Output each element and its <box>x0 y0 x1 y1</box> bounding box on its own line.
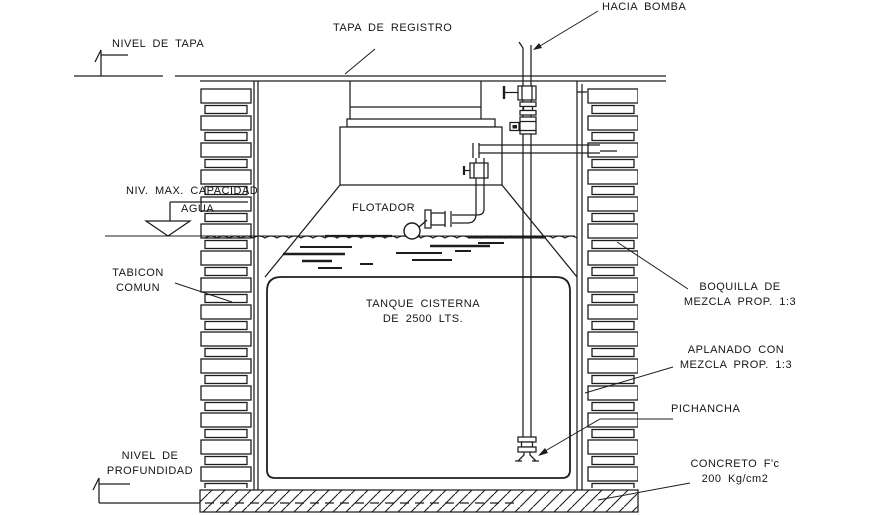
label-tabicon-comun: TABICON COMUN <box>103 266 173 296</box>
label-tabicon-line1: TABICON <box>112 267 164 279</box>
label-nivel-profundidad: NIVEL DE PROFUNDIDAD <box>102 449 198 479</box>
label-aplanado: APLANADO CON MEZCLA PROP. 1:3 <box>666 343 806 373</box>
concreto-leader <box>597 482 691 501</box>
pichancha-leader <box>538 418 673 456</box>
right-brick-wall <box>576 81 638 490</box>
label-tanque-line2: DE 2500 LTS. <box>382 313 464 325</box>
hacia-bomba-leader <box>533 10 599 50</box>
pichancha-foot-valve <box>515 436 539 462</box>
label-pichancha: PICHANCHA <box>671 403 741 415</box>
ground-level-lines <box>74 75 666 119</box>
label-flotador: FLOTADOR <box>352 202 416 214</box>
label-concreto-line1: CONCRETO F'c <box>690 458 780 470</box>
tank-cone-sides <box>264 184 578 278</box>
water-level-symbol <box>143 201 248 237</box>
label-niv-max-capacidad: NIV. MAX. CAPACIDAD <box>126 185 259 197</box>
label-agua: AGUA <box>181 203 215 215</box>
tank-body <box>266 276 571 479</box>
pipe-union <box>519 101 537 116</box>
check-valve <box>509 116 537 135</box>
label-tanque-cisterna: TANQUE CISTERNA DE 2500 LTS. <box>353 297 493 327</box>
gate-valve <box>502 85 537 101</box>
label-aplanado-line2: MEZCLA PROP. 1:3 <box>679 359 793 371</box>
nivel-tapa-level-symbol <box>94 49 128 76</box>
label-concreto-line2: 200 Kg/cm2 <box>701 473 769 485</box>
label-nivel-de-tapa: NIVEL DE TAPA <box>112 38 205 50</box>
label-hacia-bomba: HACIA BOMBA <box>602 1 687 13</box>
label-tabicon-line2: COMUN <box>115 282 161 294</box>
float-ball <box>403 222 421 240</box>
label-aplanado-line1: APLANADO CON <box>687 344 785 356</box>
label-nivel-prof-line2: PROFUNDIDAD <box>106 465 194 477</box>
label-boquilla: BOQUILLA DE MEZCLA PROP. 1:3 <box>670 280 810 310</box>
arrowhead <box>533 43 542 50</box>
suction-pipe <box>518 41 532 437</box>
label-tanque-line1: TANQUE CISTERNA <box>365 298 481 310</box>
fill-valve <box>462 162 489 179</box>
tapa-registro-leader <box>344 48 376 75</box>
arrowhead <box>538 448 548 456</box>
label-tapa-de-registro: TAPA DE REGISTRO <box>333 22 453 34</box>
boquilla-leader <box>616 241 689 290</box>
aplanado-leader <box>584 366 674 394</box>
left-brick-wall <box>200 81 259 490</box>
label-boquilla-line2: MEZCLA PROP. 1:3 <box>683 296 797 308</box>
float-valve <box>403 209 446 240</box>
nivel-profundidad-level-symbol <box>92 477 200 504</box>
water-surface <box>105 234 578 269</box>
water-ripple-dashes <box>283 242 504 269</box>
tabicon-leader <box>174 282 233 303</box>
label-nivel-prof-line1: NIVEL DE <box>121 450 179 462</box>
label-boquilla-line1: BOQUILLA DE <box>699 281 781 293</box>
label-concreto: CONCRETO F'c 200 Kg/cm2 <box>680 457 790 487</box>
leader-lines <box>174 10 691 501</box>
concrete-slab <box>199 489 639 513</box>
